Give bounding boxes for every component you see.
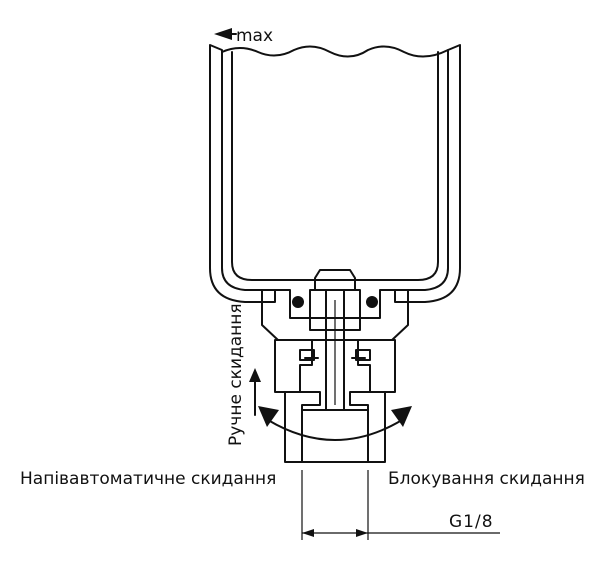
semi-auto-drain-label: Напівавтоматичне скидання [20, 469, 276, 489]
bowl-bottom-boss [261, 289, 409, 341]
max-arrow-icon [214, 28, 232, 40]
drain-lock-label: Блокування скидання [388, 469, 585, 489]
o-ring-right [366, 296, 378, 308]
rotation-arrows [258, 406, 412, 441]
rotate-right-arrow-icon [391, 406, 412, 427]
rotate-left-arrow-icon [258, 406, 279, 427]
thread-size-label: G1/8 [449, 512, 494, 532]
max-label: max [236, 26, 273, 46]
drain-housing [274, 339, 396, 393]
manual-drain-label: Ручне скидання [226, 303, 246, 446]
o-rings [292, 296, 378, 308]
up-arrow-icon [249, 368, 261, 382]
manual-drain-indicator: Ручне скидання [226, 303, 261, 446]
thread-dimension: G1/8 [301, 470, 500, 540]
bowl-wall [209, 44, 461, 303]
max-marker: max [214, 26, 273, 46]
o-ring-left [292, 296, 304, 308]
